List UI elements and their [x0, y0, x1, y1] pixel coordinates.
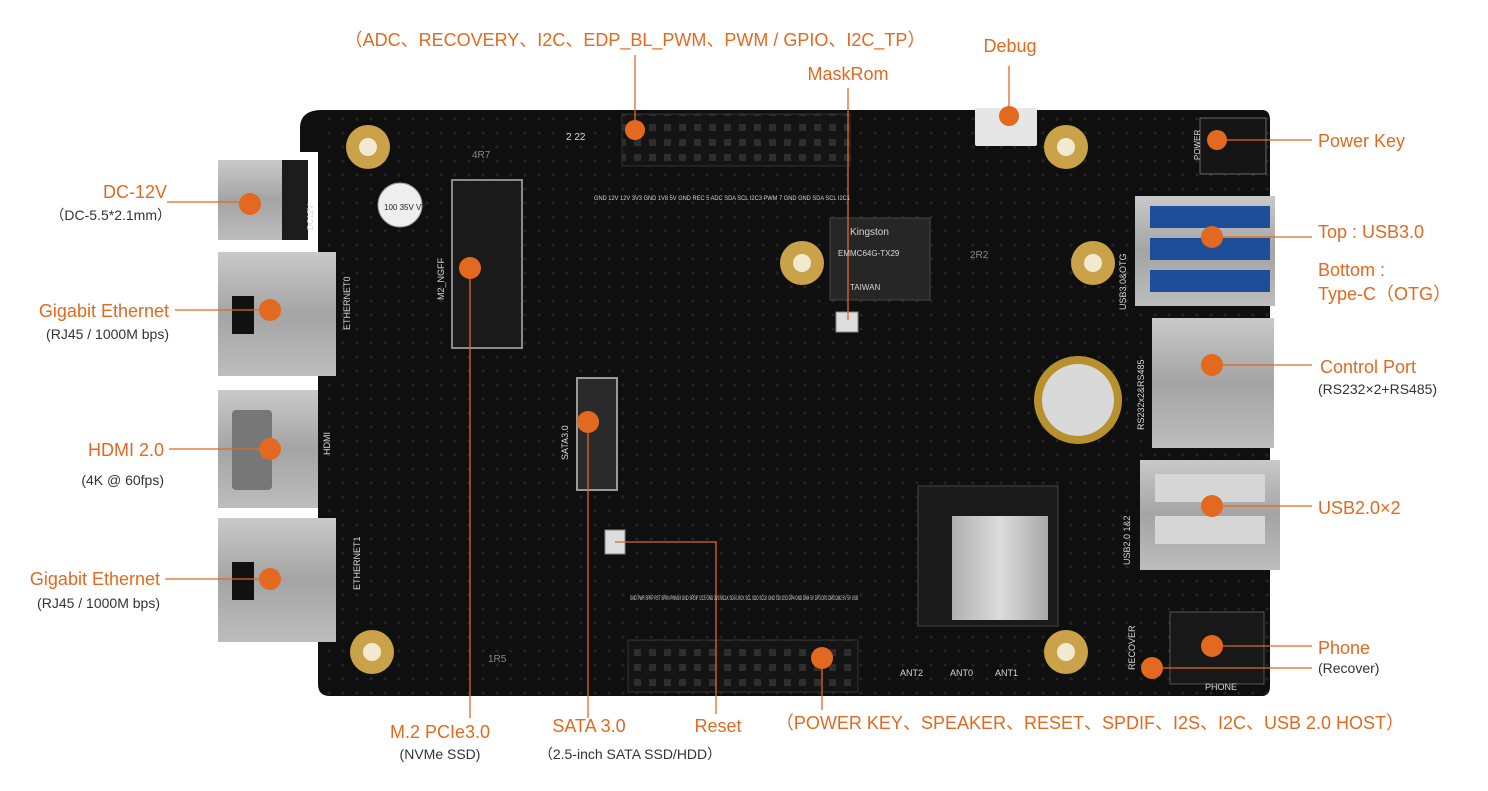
silk-ant2: ANT2 — [900, 668, 923, 678]
control-port-sub: (RS232×2+RS485) — [1318, 381, 1438, 397]
phone-label: Phone — [1318, 638, 1371, 658]
dc-jack — [218, 160, 308, 240]
sata-sub: （2.5-inch SATA SSD/HDD） — [538, 746, 722, 762]
top-pin-header — [621, 113, 851, 167]
power-key-label: Power Key — [1318, 131, 1406, 151]
marker-dots — [239, 106, 1227, 679]
silk-ind1: 4R7 — [472, 150, 491, 161]
silk-power: POWER — [1193, 130, 1202, 160]
usb2-label: USB2.0×2 — [1318, 498, 1401, 518]
silk-emmc-part: EMMC64G-TX29 — [838, 249, 900, 258]
silk-hdmi: HDMI — [322, 432, 332, 455]
sata-connector — [576, 377, 618, 491]
silk-ind3: 1R5 — [488, 654, 507, 665]
silk-rs232: RS232x2&RS485 — [1136, 359, 1146, 430]
m2-label: M.2 PCIe3.0 — [389, 722, 491, 742]
control-port — [1152, 318, 1274, 448]
silk-ind2: 2R2 — [970, 250, 989, 261]
usb3-port — [1135, 196, 1275, 306]
ethernet-1-sub: (RJ45 / 1000M bps) — [46, 326, 169, 342]
ethernet-2-label: Gigabit Ethernet — [29, 569, 160, 589]
silk-ant1: ANT1 — [995, 668, 1018, 678]
silk-sata: SATA3.0 — [560, 425, 570, 460]
emmc-chip — [829, 217, 931, 301]
silk-ethernet1: ETHERNET1 — [352, 536, 362, 590]
silk-usb3otg: USB3.0&OTG — [1118, 253, 1128, 310]
silk-m2: M2_NGFF — [436, 257, 446, 300]
capacitor — [377, 182, 423, 228]
bottom-label: Bottom : — [1318, 260, 1386, 280]
maskrom-button — [835, 311, 859, 333]
bottom-header-label: （POWER KEY、SPEAKER、RESET、SPDIF、I2S、I2C、U… — [775, 713, 1405, 733]
silk-board-ver: 2 22 — [566, 132, 586, 143]
hdmi-label: HDMI 2.0 — [87, 440, 164, 460]
phone-sub: (Recover) — [1318, 660, 1380, 676]
sata-label: SATA 3.0 — [552, 716, 626, 736]
m2-sub: (NVMe SSD) — [399, 746, 481, 762]
silk-ant0: ANT0 — [950, 668, 973, 678]
maskrom-label: MaskRom — [807, 64, 889, 84]
dc-12v-label: DC-12V — [102, 182, 167, 202]
silk-emmc-country: TAIWAN — [850, 283, 880, 292]
silk-pins-bottom: GND PWR SPKP RST SPKN PWM14 GND SPDIF I2… — [630, 596, 858, 602]
silk-recover: RECOVER — [1127, 625, 1137, 670]
silk-emmc: Kingston — [850, 227, 889, 238]
type-c-label: Type-C（OTG） — [1318, 284, 1452, 304]
hdmi-sub: (4K @ 60fps) — [81, 472, 164, 488]
debug-connector — [975, 108, 1037, 146]
ethernet-2-sub: (RJ45 / 1000M bps) — [37, 595, 160, 611]
silk-dc12v: DC12V — [306, 204, 315, 230]
silk-ethernet0: ETHERNET0 — [342, 276, 352, 330]
silk-usb2: USB2.0 1&2 — [1122, 515, 1132, 565]
silk-cap: 100 35V VT — [384, 203, 426, 212]
control-port-label: Control Port — [1320, 357, 1417, 377]
reset-label: Reset — [694, 716, 742, 736]
debug-label: Debug — [983, 36, 1037, 56]
silk-phone: PHONE — [1205, 682, 1237, 692]
leader-lines — [165, 55, 1312, 718]
dc-12v-sub: （DC-5.5*2.1mm） — [50, 207, 171, 223]
top-usb-label: Top : USB3.0 — [1318, 222, 1425, 242]
ethernet-1-label: Gigabit Ethernet — [38, 301, 169, 321]
top-header-label: （ADC、RECOVERY、I2C、EDP_BL_PWM、PWM / GPIO、… — [344, 30, 926, 50]
silk-pins-top: GND 12V 12V 3V3 GND 1V8 5V GND REC 5 ADC… — [594, 196, 851, 202]
